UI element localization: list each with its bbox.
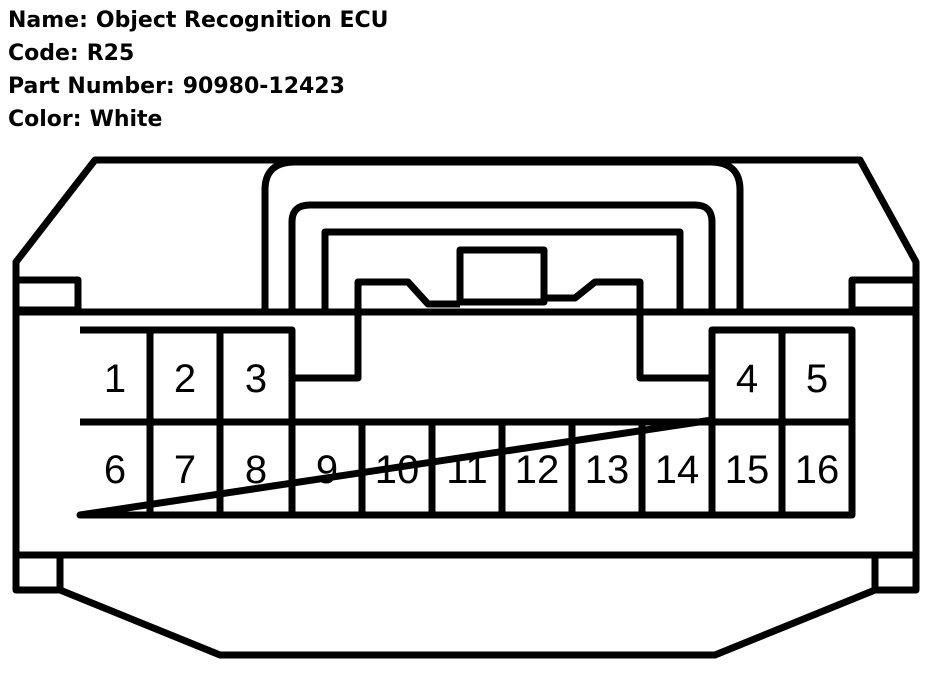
name-value: Object Recognition ECU [95,8,389,33]
pin-number-6: 6 [104,448,126,492]
pin-number-10: 10 [375,448,420,492]
pin-cavity-step [292,282,712,382]
pin-number-13: 13 [585,448,630,492]
color-label: Color: [8,107,82,132]
pin-number-4: 4 [736,357,758,401]
code-value: R25 [86,41,135,66]
latch-center-block [456,246,548,306]
pin-number-7: 7 [174,448,196,492]
name-label: Name: [8,8,88,33]
part-number-value: 90980-12423 [182,74,345,99]
pin-number-5: 5 [806,357,828,401]
pin-number-12: 12 [515,448,560,492]
housing-lower-lip [16,551,916,590]
bottom-row-dividers [146,422,786,515]
connector-info: Name: Object Recognition ECU Code: R25 Par… [8,4,389,136]
pin-number-15: 15 [725,448,770,492]
color-row: Color: White [8,103,389,136]
pin-number-3: 3 [245,357,267,401]
pin-number-9: 9 [316,448,338,492]
pin-number-1: 1 [104,357,126,401]
part-number-row: Part Number: 90980-12423 [8,70,389,103]
pin-number-11: 11 [446,448,488,492]
name-row: Name: Object Recognition ECU [8,4,389,37]
right-tab [848,276,920,314]
color-value: White [89,107,163,132]
code-label: Code: [8,41,79,66]
top-row-dividers [146,330,786,422]
lock-hood-outer [261,158,744,312]
pin-number-16: 16 [795,448,840,492]
pin-number-8: 8 [245,448,267,492]
latch-box [321,228,684,312]
pin-number-14: 14 [655,448,700,492]
left-tab [12,276,82,314]
pin-number-2: 2 [174,357,196,401]
code-row: Code: R25 [8,37,389,70]
lock-hood-inner [288,201,716,312]
part-number-label: Part Number: [8,74,175,99]
